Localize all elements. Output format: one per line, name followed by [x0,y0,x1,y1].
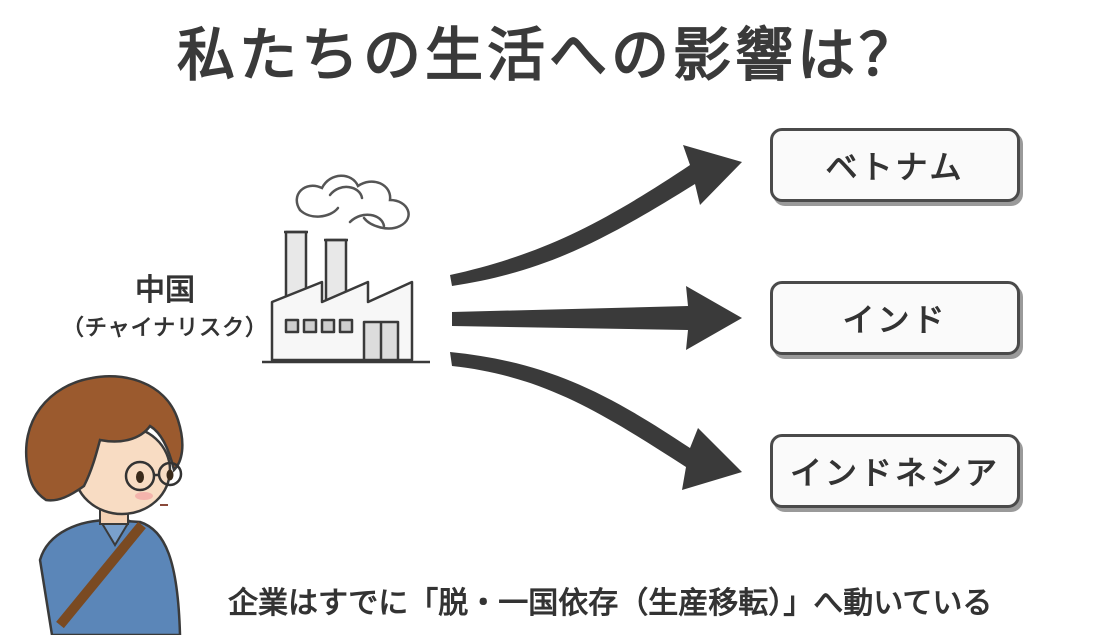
destination-box-indonesia: インドネシア [770,434,1020,508]
destination-label: インドネシア [789,454,1000,492]
origin-country-label: 中国 [135,273,195,308]
arrow-to-india [452,286,742,350]
origin-note-label: （チャイナリスク） [61,316,269,341]
destination-box-vietnam: ベトナム [770,128,1020,202]
slide-title: 私たちの生活への影響は？ [176,21,921,89]
smoke-icon [295,174,410,230]
arrow-to-indonesia [450,352,742,490]
arrow-to-vietnam [450,145,742,286]
character-illustration [25,374,184,635]
destination-label: インド [842,301,948,339]
destination-box-india: インド [770,281,1020,355]
factory-icon [262,230,430,364]
flow-arrows [450,145,742,490]
slide-caption: 企業はすでに「脱・一国依存（生産移転）」へ動いている [228,586,993,621]
destination-label: ベトナム [825,148,965,186]
